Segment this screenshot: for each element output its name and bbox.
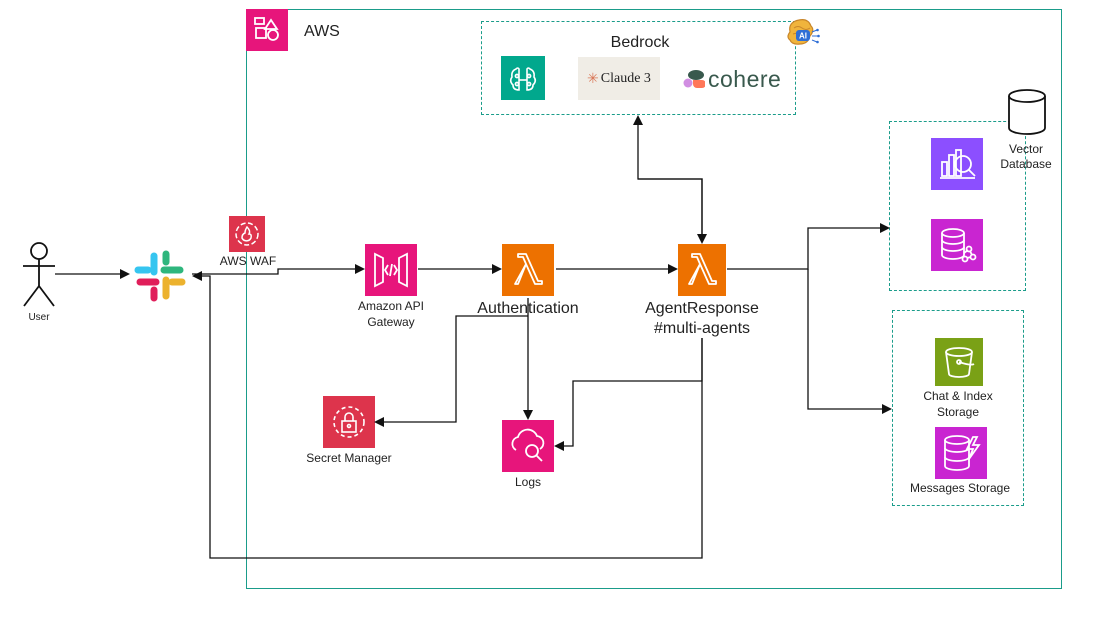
agent-response-label-line1: AgentResponse bbox=[645, 300, 759, 317]
database-cylinder-icon bbox=[1007, 88, 1047, 136]
lambda-icon-agent-response bbox=[678, 244, 726, 296]
cohere-text: cohere bbox=[708, 65, 782, 92]
storage-group bbox=[892, 310, 1024, 506]
arrow-bedrock-to-agent bbox=[638, 178, 707, 244]
aws-group-icon bbox=[246, 9, 288, 51]
vector-db-label-line2: Database bbox=[1000, 157, 1052, 171]
api-gateway-icon bbox=[365, 244, 417, 296]
opensearch-icon bbox=[931, 138, 983, 190]
bedrock-model-icon bbox=[501, 56, 545, 100]
ai-brain-icon: AI bbox=[782, 14, 820, 52]
bedrock-label: Bedrock bbox=[610, 34, 670, 51]
arrow-agent-to-vector-db bbox=[727, 223, 890, 270]
arrow-agent-to-logs bbox=[554, 338, 703, 451]
rds-database-icon bbox=[931, 219, 983, 271]
s3-bucket-icon bbox=[935, 338, 983, 386]
lambda-icon-authentication bbox=[502, 244, 554, 296]
aws-waf-label: AWS WAF bbox=[219, 254, 277, 268]
aws-waf-icon bbox=[229, 216, 265, 252]
cohere-mark-icon bbox=[683, 70, 705, 88]
agent-response-label-line2: #multi-agents bbox=[653, 320, 751, 337]
arrow-agent-response-to-slack bbox=[192, 271, 703, 559]
aws-group-label: AWS bbox=[304, 23, 340, 40]
arrow-auth-to-secret-manager bbox=[374, 315, 528, 427]
aws-group-border bbox=[246, 9, 1062, 589]
arrow-slack-to-api-gateway bbox=[192, 264, 365, 275]
claude-3-text: Claude 3 bbox=[600, 70, 651, 86]
secret-manager-label: Secret Manager bbox=[306, 451, 392, 465]
claude-3-logo: ✳ Claude 3 bbox=[578, 57, 660, 100]
logs-label: Logs bbox=[514, 475, 542, 489]
cohere-logo: cohere bbox=[683, 63, 793, 95]
chat-storage-label-line1: Chat & Index bbox=[923, 389, 993, 403]
slack-logo-icon bbox=[134, 250, 186, 302]
api-gateway-label-line2: Gateway bbox=[367, 315, 415, 329]
svg-text:AI: AI bbox=[799, 32, 807, 41]
cloudwatch-logs-icon bbox=[502, 420, 554, 472]
user-label: User bbox=[28, 312, 50, 323]
arrow-agent-to-storage bbox=[807, 269, 892, 414]
chat-storage-label-line2: Storage bbox=[936, 405, 980, 419]
user-actor-icon bbox=[20, 240, 58, 308]
vector-db-label-line1: Vector bbox=[1008, 142, 1044, 156]
dynamodb-icon bbox=[935, 427, 987, 479]
vector-db-group bbox=[889, 121, 1026, 291]
secrets-manager-icon bbox=[323, 396, 375, 448]
api-gateway-label-line1: Amazon API bbox=[357, 299, 425, 313]
messages-storage-label: Messages Storage bbox=[909, 481, 1011, 495]
claude-star-icon: ✳ bbox=[587, 70, 599, 86]
bedrock-group bbox=[481, 21, 796, 115]
